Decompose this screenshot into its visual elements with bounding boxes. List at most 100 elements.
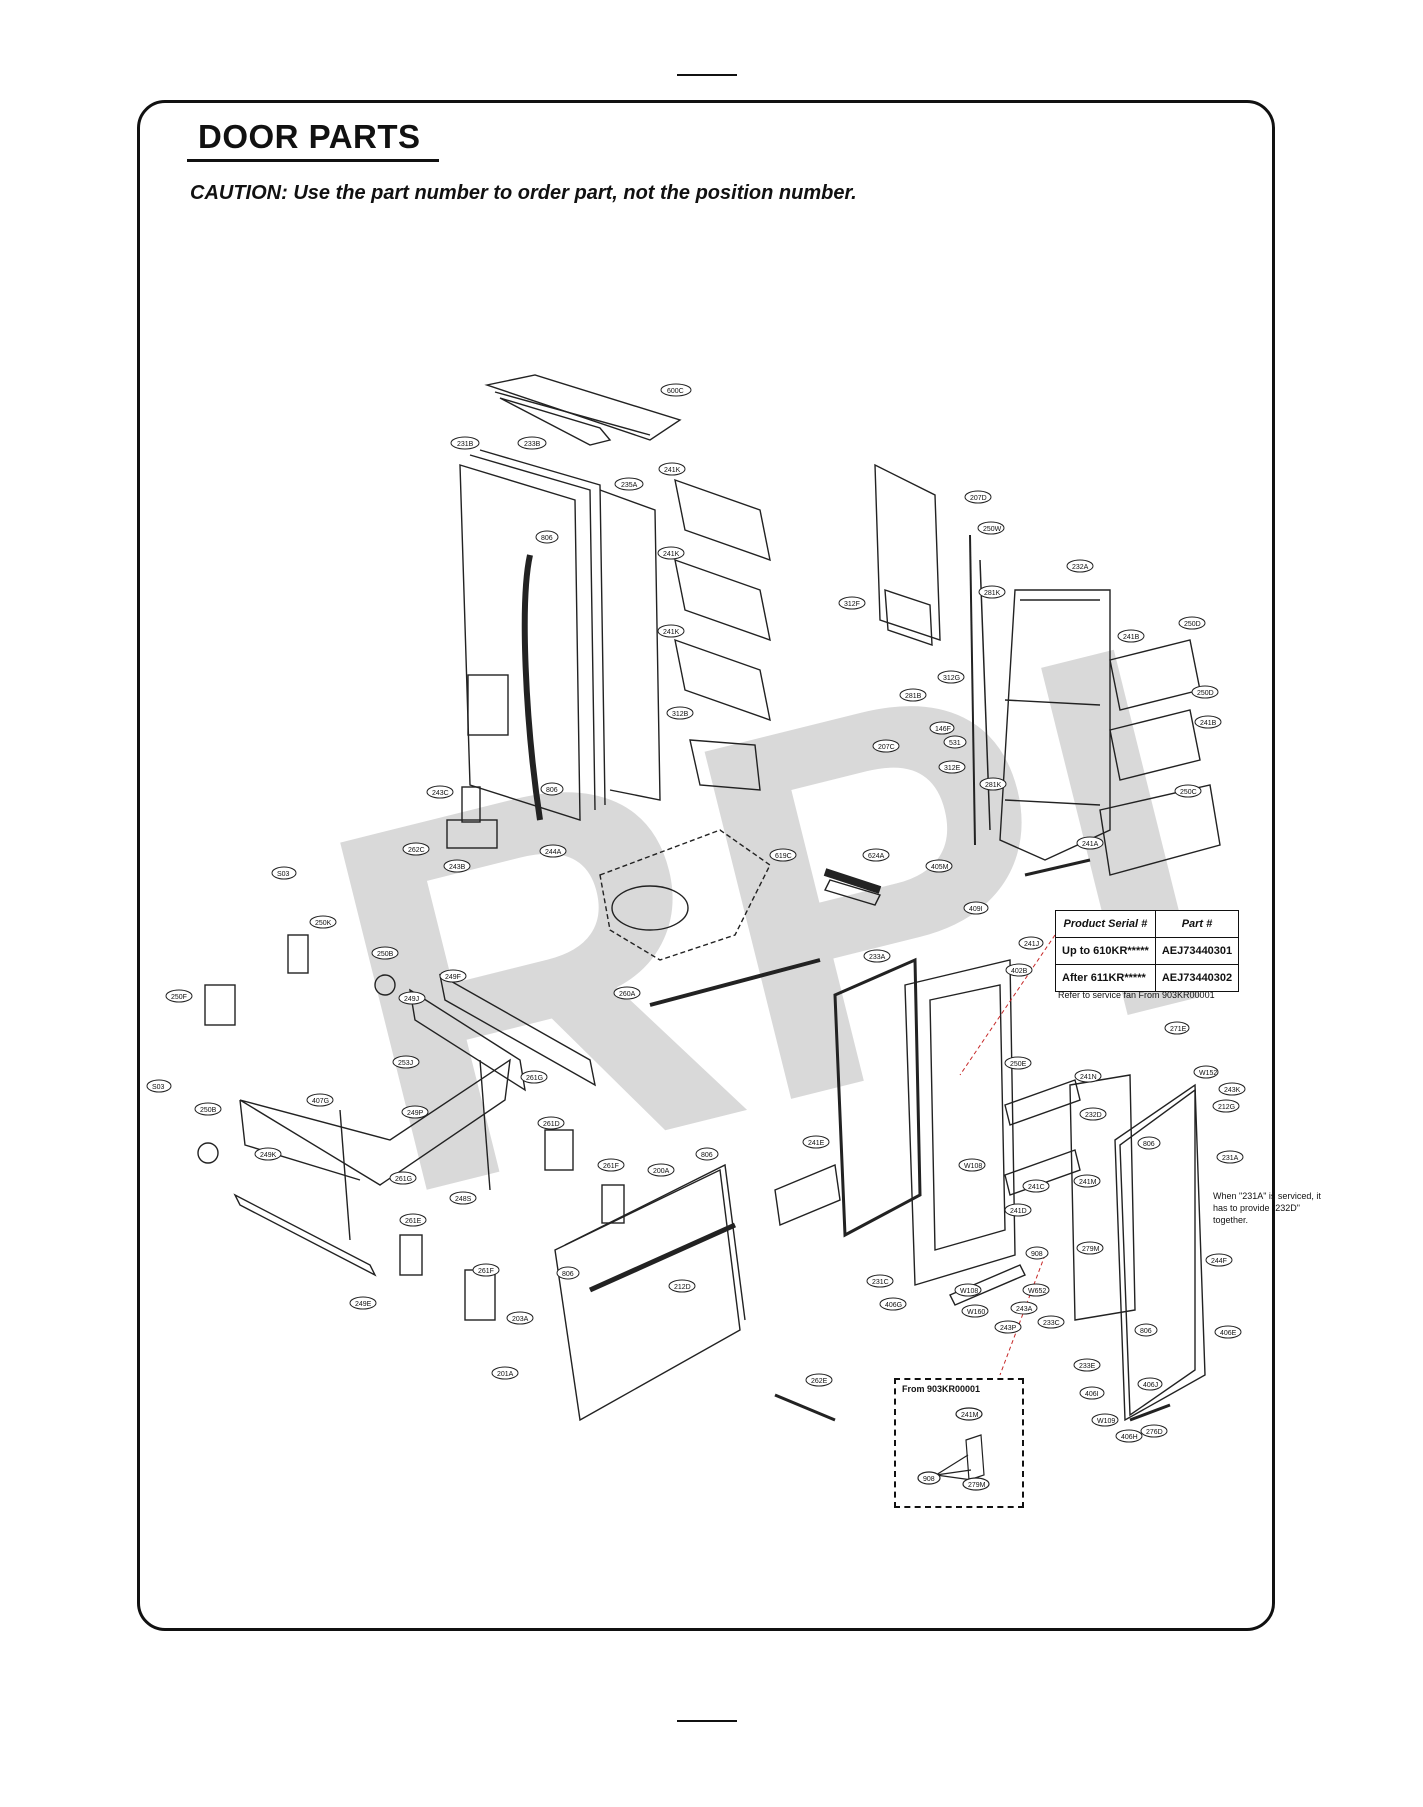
svg-text:250E: 250E bbox=[1010, 1061, 1027, 1068]
svg-text:261G: 261G bbox=[526, 1075, 543, 1082]
svg-text:241E: 241E bbox=[808, 1140, 825, 1147]
callout-232a: 232A bbox=[1066, 559, 1094, 573]
callout-249j: 249J bbox=[398, 991, 426, 1005]
callout-600c: 600C bbox=[660, 383, 692, 397]
top-rule bbox=[677, 74, 737, 76]
freezer-drawer bbox=[554, 1168, 741, 1422]
svg-text:806: 806 bbox=[546, 787, 558, 794]
callout-241k-1: 241K bbox=[658, 462, 686, 476]
door-label-panel bbox=[467, 674, 509, 736]
svg-text:806: 806 bbox=[1140, 1328, 1152, 1335]
svg-text:244A: 244A bbox=[545, 849, 562, 856]
svg-text:241M: 241M bbox=[1079, 1179, 1097, 1186]
callout-244a: 244A bbox=[539, 844, 567, 858]
svg-text:261E: 261E bbox=[405, 1218, 422, 1225]
svg-text:250F: 250F bbox=[171, 994, 187, 1001]
callout-312f: 312F bbox=[838, 596, 866, 610]
callout-261g-2: 261G bbox=[389, 1171, 417, 1185]
svg-text:241D: 241D bbox=[1010, 1208, 1027, 1215]
svg-text:241B: 241B bbox=[1200, 720, 1217, 727]
svg-text:201A: 201A bbox=[497, 1371, 514, 1378]
callout-w152: W152 bbox=[1193, 1065, 1219, 1079]
svg-text:249E: 249E bbox=[355, 1301, 372, 1308]
svg-text:406H: 406H bbox=[1121, 1434, 1138, 1441]
callout-624a: 624A bbox=[862, 848, 890, 862]
svg-text:402B: 402B bbox=[1011, 968, 1028, 975]
svg-text:241K: 241K bbox=[664, 467, 681, 474]
svg-text:312G: 312G bbox=[943, 675, 960, 682]
table-cell: After 611KR***** bbox=[1055, 964, 1156, 992]
callout-207c: 207C bbox=[872, 739, 900, 753]
service-note: When "231A" is serviced, it has to provi… bbox=[1213, 1191, 1321, 1225]
callout-241a: 241A bbox=[1076, 836, 1104, 850]
svg-text:241K: 241K bbox=[663, 551, 680, 558]
callout-806-5: 806 bbox=[1137, 1136, 1161, 1150]
svg-text:W160: W160 bbox=[967, 1309, 985, 1316]
svg-text:279M: 279M bbox=[1082, 1246, 1100, 1253]
svg-text:312B: 312B bbox=[672, 711, 689, 718]
svg-text:241B: 241B bbox=[1123, 634, 1140, 641]
left-door-panel bbox=[459, 464, 581, 821]
callout-250e: 250E bbox=[1004, 1056, 1032, 1070]
callout-146f: 146F bbox=[929, 721, 955, 735]
callout-w652: W652 bbox=[1022, 1283, 1050, 1297]
callout-w160: W160 bbox=[961, 1304, 989, 1318]
callout-249e: 249E bbox=[349, 1296, 377, 1310]
svg-text:233E: 233E bbox=[1079, 1363, 1096, 1370]
svg-text:241A: 241A bbox=[1082, 841, 1099, 848]
callout-233a: 233A bbox=[863, 949, 891, 963]
callout-231b: 231B bbox=[450, 436, 480, 450]
drawer-frame bbox=[239, 1058, 511, 1186]
callout-806-3: 806 bbox=[695, 1147, 719, 1161]
callout-w109: W109 bbox=[1091, 1413, 1119, 1427]
callout-407g: 407G bbox=[306, 1093, 334, 1107]
callout-260a: 260A bbox=[613, 986, 641, 1000]
svg-text:409I: 409I bbox=[969, 906, 983, 913]
table-row: Up to 610KR***** AEJ73440301 bbox=[1055, 937, 1240, 965]
callout-250b-2: 250B bbox=[194, 1102, 222, 1116]
svg-text:250D: 250D bbox=[1197, 690, 1214, 697]
callout-203a: 203A bbox=[506, 1311, 534, 1325]
svg-text:271E: 271E bbox=[1170, 1026, 1187, 1033]
callout-402b: 402B bbox=[1005, 963, 1033, 977]
svg-text:806: 806 bbox=[1143, 1141, 1155, 1148]
svg-text:806: 806 bbox=[541, 535, 553, 542]
svg-text:250B: 250B bbox=[200, 1107, 217, 1114]
door-handle bbox=[521, 554, 543, 821]
callout-201a: 201A bbox=[491, 1366, 519, 1380]
callout-806-1: 806 bbox=[535, 530, 559, 544]
callout-241k-2: 241K bbox=[657, 546, 685, 560]
door-bin bbox=[674, 478, 771, 562]
svg-text:250C: 250C bbox=[1180, 789, 1197, 796]
svg-text:231C: 231C bbox=[872, 1279, 889, 1286]
callout-276d: 276D bbox=[1140, 1424, 1168, 1438]
svg-text:249K: 249K bbox=[260, 1152, 277, 1159]
svg-text:233C: 233C bbox=[1043, 1320, 1060, 1327]
svg-text:806: 806 bbox=[701, 1152, 713, 1159]
svg-text:243C: 243C bbox=[432, 790, 449, 797]
callout-262e: 262E bbox=[805, 1373, 833, 1387]
svg-text:250D: 250D bbox=[1184, 621, 1201, 628]
callout-231a: 231A bbox=[1216, 1150, 1244, 1164]
page-title: DOOR PARTS bbox=[198, 118, 421, 155]
callout-261e: 261E bbox=[399, 1213, 427, 1227]
callout-281k-1: 281K bbox=[978, 585, 1006, 599]
svg-text:241N: 241N bbox=[1080, 1074, 1097, 1081]
callout-312b: 312B bbox=[666, 706, 694, 720]
svg-text:281K: 281K bbox=[984, 590, 1001, 597]
callout-249f: 249F bbox=[439, 969, 467, 983]
svg-text:241K: 241K bbox=[663, 629, 680, 636]
callout-908-1: 908 bbox=[1025, 1246, 1049, 1260]
callout-243a: 243A bbox=[1010, 1301, 1038, 1315]
callout-261d: 261D bbox=[537, 1116, 565, 1130]
callout-200a: 200A bbox=[647, 1163, 675, 1177]
svg-text:W108: W108 bbox=[960, 1288, 978, 1295]
callout-241d: 241D bbox=[1004, 1203, 1032, 1217]
svg-text:253J: 253J bbox=[398, 1060, 413, 1067]
callout-235a: 235A bbox=[614, 477, 644, 491]
svg-text:241C: 241C bbox=[1028, 1184, 1045, 1191]
callout-241m: 241M bbox=[1073, 1174, 1101, 1188]
svg-text:146F: 146F bbox=[935, 726, 951, 733]
top-cover-part bbox=[484, 374, 682, 441]
callout-241e: 241E bbox=[802, 1135, 830, 1149]
